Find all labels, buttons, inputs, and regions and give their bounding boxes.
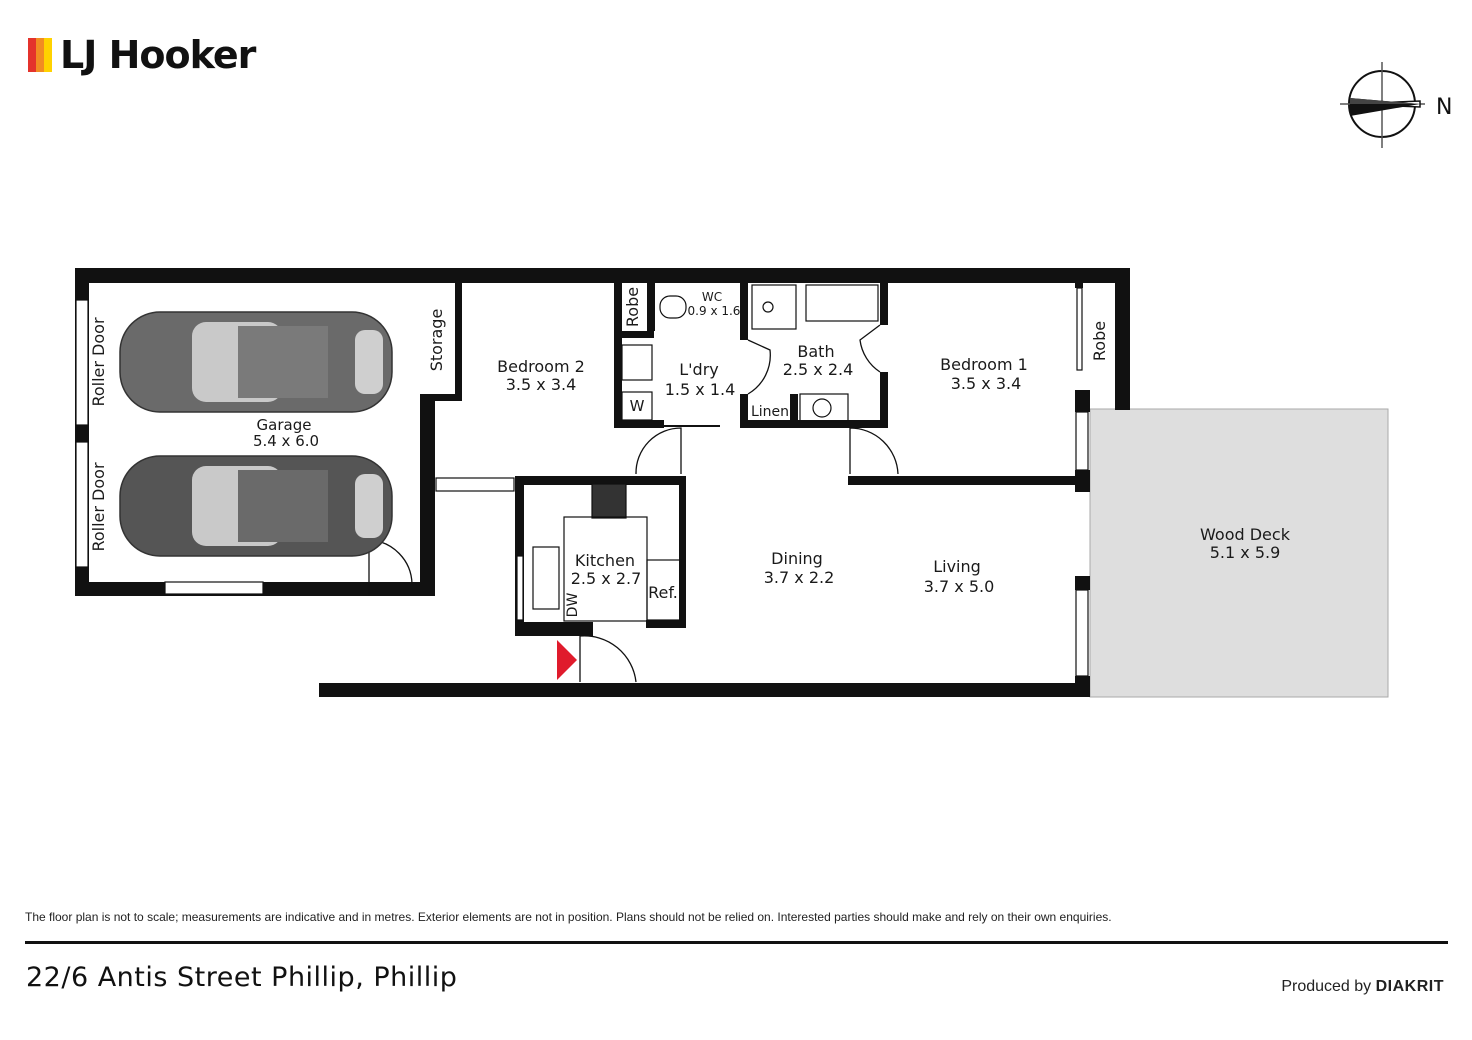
bedroom2-size: 3.5 x 3.4 [506, 375, 577, 394]
kitchen-label: Kitchen [575, 551, 635, 570]
storage-label: Storage [427, 309, 446, 372]
compass-icon: N [1340, 62, 1452, 148]
bath-size: 2.5 x 2.4 [783, 360, 854, 379]
wc-label: WC [702, 290, 722, 304]
compass-north-label: N [1436, 95, 1452, 120]
bedroom2-label: Bedroom 2 [497, 357, 585, 376]
fixtures [532, 284, 879, 622]
wood-deck-label: Wood Deck [1200, 525, 1291, 544]
disclaimer-text: The floor plan is not to scale; measurem… [25, 910, 1112, 924]
roller-door-label: Roller Door [89, 317, 108, 406]
laundry-label: L'dry [679, 360, 719, 379]
car-icon [119, 311, 393, 413]
credit-prefix: Produced by [1281, 978, 1372, 995]
dining-size: 3.7 x 2.2 [764, 568, 835, 587]
living-size: 3.7 x 5.0 [924, 577, 995, 596]
lj-hooker-logo: LJ Hooker [28, 30, 256, 80]
door-swings [368, 324, 899, 683]
roller-door-label: Roller Door [89, 462, 108, 551]
property-address: 22/6 Antis Street Phillip, Phillip [26, 962, 458, 993]
laundry-size: 1.5 x 1.4 [665, 380, 736, 399]
kitchen-size: 2.5 x 2.7 [571, 569, 642, 588]
dishwasher-label: DW [565, 593, 581, 618]
refrigerator-label: Ref. [648, 583, 678, 602]
linen-label: Linen [751, 404, 789, 420]
producer-credit: Produced by DIAKRIT [1281, 978, 1444, 996]
dining-label: Dining [771, 549, 823, 568]
bedroom1-label: Bedroom 1 [940, 355, 1028, 374]
logo-color-bars [28, 38, 52, 72]
car-icon [119, 455, 393, 557]
bedroom1-size: 3.5 x 3.4 [951, 374, 1022, 393]
living-label: Living [933, 557, 981, 576]
credit-company: DIAKRIT [1375, 978, 1444, 995]
garage-size: 5.4 x 6.0 [253, 432, 319, 450]
garage-label: Garage [257, 416, 312, 434]
logo-wordmark: LJ Hooker [60, 33, 256, 77]
wood-deck-size: 5.1 x 5.9 [1210, 543, 1281, 562]
windows [75, 287, 1089, 677]
wc-size: 0.9 x 1.6 [688, 304, 741, 318]
entry-marker-icon [557, 640, 577, 680]
footer-divider [25, 941, 1448, 944]
robe-label: Robe [623, 287, 642, 327]
washer-label: W [630, 397, 645, 415]
wood-deck-area [1089, 408, 1389, 698]
bath-label: Bath [797, 342, 834, 361]
robe-label: Robe [1090, 321, 1109, 361]
